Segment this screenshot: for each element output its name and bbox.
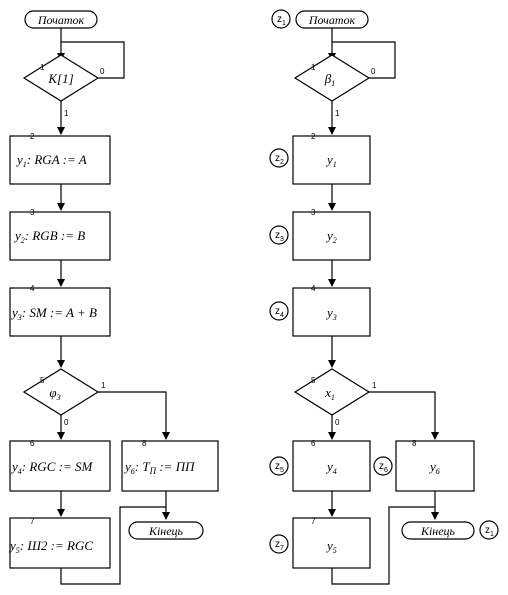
left-arrow-c5-op8 [98, 391, 170, 440]
left-flowchart: Початок K[1] 1 0 1 2 y1: RGA := A 3 y2: … [8, 10, 219, 585]
right-state-z6: z6 [373, 456, 393, 476]
left-n1: 1 [40, 63, 45, 72]
left-op-3: 3 y2: RGB := B [9, 208, 111, 261]
left-op-2: 2 y1: RGA := A [9, 132, 111, 185]
left-n6: 6 [30, 439, 35, 448]
left-op-8: 8 y6: TП := ПП [121, 439, 219, 492]
left-end-terminator: Кінець [128, 521, 204, 540]
left-op7-text: y5: Ш2 := RGC [8, 538, 93, 555]
left-op2-text: y1: RGA := A [15, 152, 87, 169]
svg-text:z5: z5 [275, 461, 284, 474]
left-cond5-no: 0 [64, 418, 69, 427]
left-op4-text: y3: SM := A + B [10, 305, 97, 322]
left-start-terminator: Початок [24, 10, 98, 29]
right-op-2: 2 y1 [292, 132, 371, 185]
right-end-terminator: Кінець [401, 521, 475, 540]
right-decision-5: x1 5 1 0 [293, 368, 377, 427]
left-op-6: 6 y4: RGC := SM [9, 439, 111, 492]
svg-text:z6: z6 [379, 461, 388, 474]
svg-text:z3: z3 [275, 230, 284, 243]
left-cond5-label: φ3 [49, 385, 60, 402]
right-n5: 5 [311, 376, 316, 385]
left-loop-no [61, 41, 125, 79]
right-state-z1-top-label: z1 [277, 14, 286, 27]
left-start-label: Початок [37, 13, 85, 27]
left-n2: 2 [30, 132, 35, 141]
left-n4: 4 [30, 284, 35, 293]
right-op-3: 3 y2 [292, 208, 371, 261]
right-n6: 6 [311, 439, 316, 448]
right-n7: 7 [311, 517, 316, 526]
right-n4: 4 [311, 284, 316, 293]
right-n8: 8 [412, 439, 417, 448]
svg-text:z1: z1 [485, 525, 494, 538]
right-state-z7: z7 [269, 534, 289, 554]
left-cond1-yes: 1 [64, 109, 69, 118]
left-n3: 3 [30, 208, 35, 217]
right-start-label: Початок [308, 13, 356, 27]
left-n5: 5 [40, 376, 45, 385]
left-decision-5: φ3 5 1 0 [22, 368, 106, 427]
right-op-7: 7 y5 [292, 517, 371, 569]
left-end-label: Кінець [148, 524, 184, 538]
right-loop-no [332, 41, 396, 79]
right-arrow-c5-op8 [369, 391, 439, 440]
right-decision-1: β1 1 0 1 [293, 54, 376, 118]
right-flowchart: Початок z1 β1 1 0 1 2 y1 z2 [269, 9, 499, 585]
right-cond5-label: x1 [324, 385, 335, 402]
right-cond1-label: β1 [324, 71, 335, 88]
svg-text:z4: z4 [275, 306, 284, 319]
svg-text:z7: z7 [275, 539, 284, 552]
left-op6-text: y4: RGC := SM [10, 459, 93, 476]
left-n8: 8 [142, 439, 147, 448]
left-cond1-label: K[1] [47, 71, 73, 86]
left-arrow-op7-end [60, 506, 166, 585]
right-op7-text: y5 [325, 538, 337, 555]
right-n3: 3 [311, 208, 316, 217]
right-op-6: 6 y4 [292, 439, 371, 492]
right-start-terminator: Початок [295, 10, 369, 29]
right-state-z1-top: z1 [271, 9, 291, 29]
right-state-z2: z2 [269, 148, 289, 168]
right-op3-text: y2 [325, 228, 337, 245]
right-state-z3: z3 [269, 225, 289, 245]
right-n2: 2 [311, 132, 316, 141]
right-n1: 1 [311, 63, 316, 72]
svg-text:z2: z2 [275, 153, 284, 166]
right-arrow-op7-end [331, 506, 435, 585]
right-op6-text: y4 [325, 459, 337, 476]
right-cond5-no: 0 [335, 418, 340, 427]
right-end-label: Кінець [420, 524, 456, 538]
left-cond5-yes: 1 [101, 381, 106, 390]
left-n7: 7 [30, 517, 35, 526]
right-state-z4: z4 [269, 301, 289, 321]
right-op4-text: y3 [325, 305, 337, 322]
left-op-7: 7 y5: Ш2 := RGC [8, 517, 111, 569]
right-cond5-yes: 1 [372, 381, 377, 390]
left-decision-1: K[1] 1 0 1 [22, 54, 105, 118]
left-op8-text: y6: TП := ПП [123, 459, 196, 476]
right-state-z1-end: z1 [479, 520, 499, 540]
right-cond1-no: 0 [371, 67, 376, 76]
left-cond1-no: 0 [100, 67, 105, 76]
right-op2-text: y1 [325, 152, 337, 169]
right-cond1-yes: 1 [335, 109, 340, 118]
right-state-z5: z5 [269, 456, 289, 476]
right-op-4: 4 y3 [292, 284, 371, 337]
left-op3-text: y2: RGB := B [13, 228, 85, 245]
left-op-4: 4 y3: SM := A + B [9, 284, 111, 337]
right-op-8: 8 y6 [395, 439, 475, 492]
right-op8-text: y6 [428, 459, 440, 476]
